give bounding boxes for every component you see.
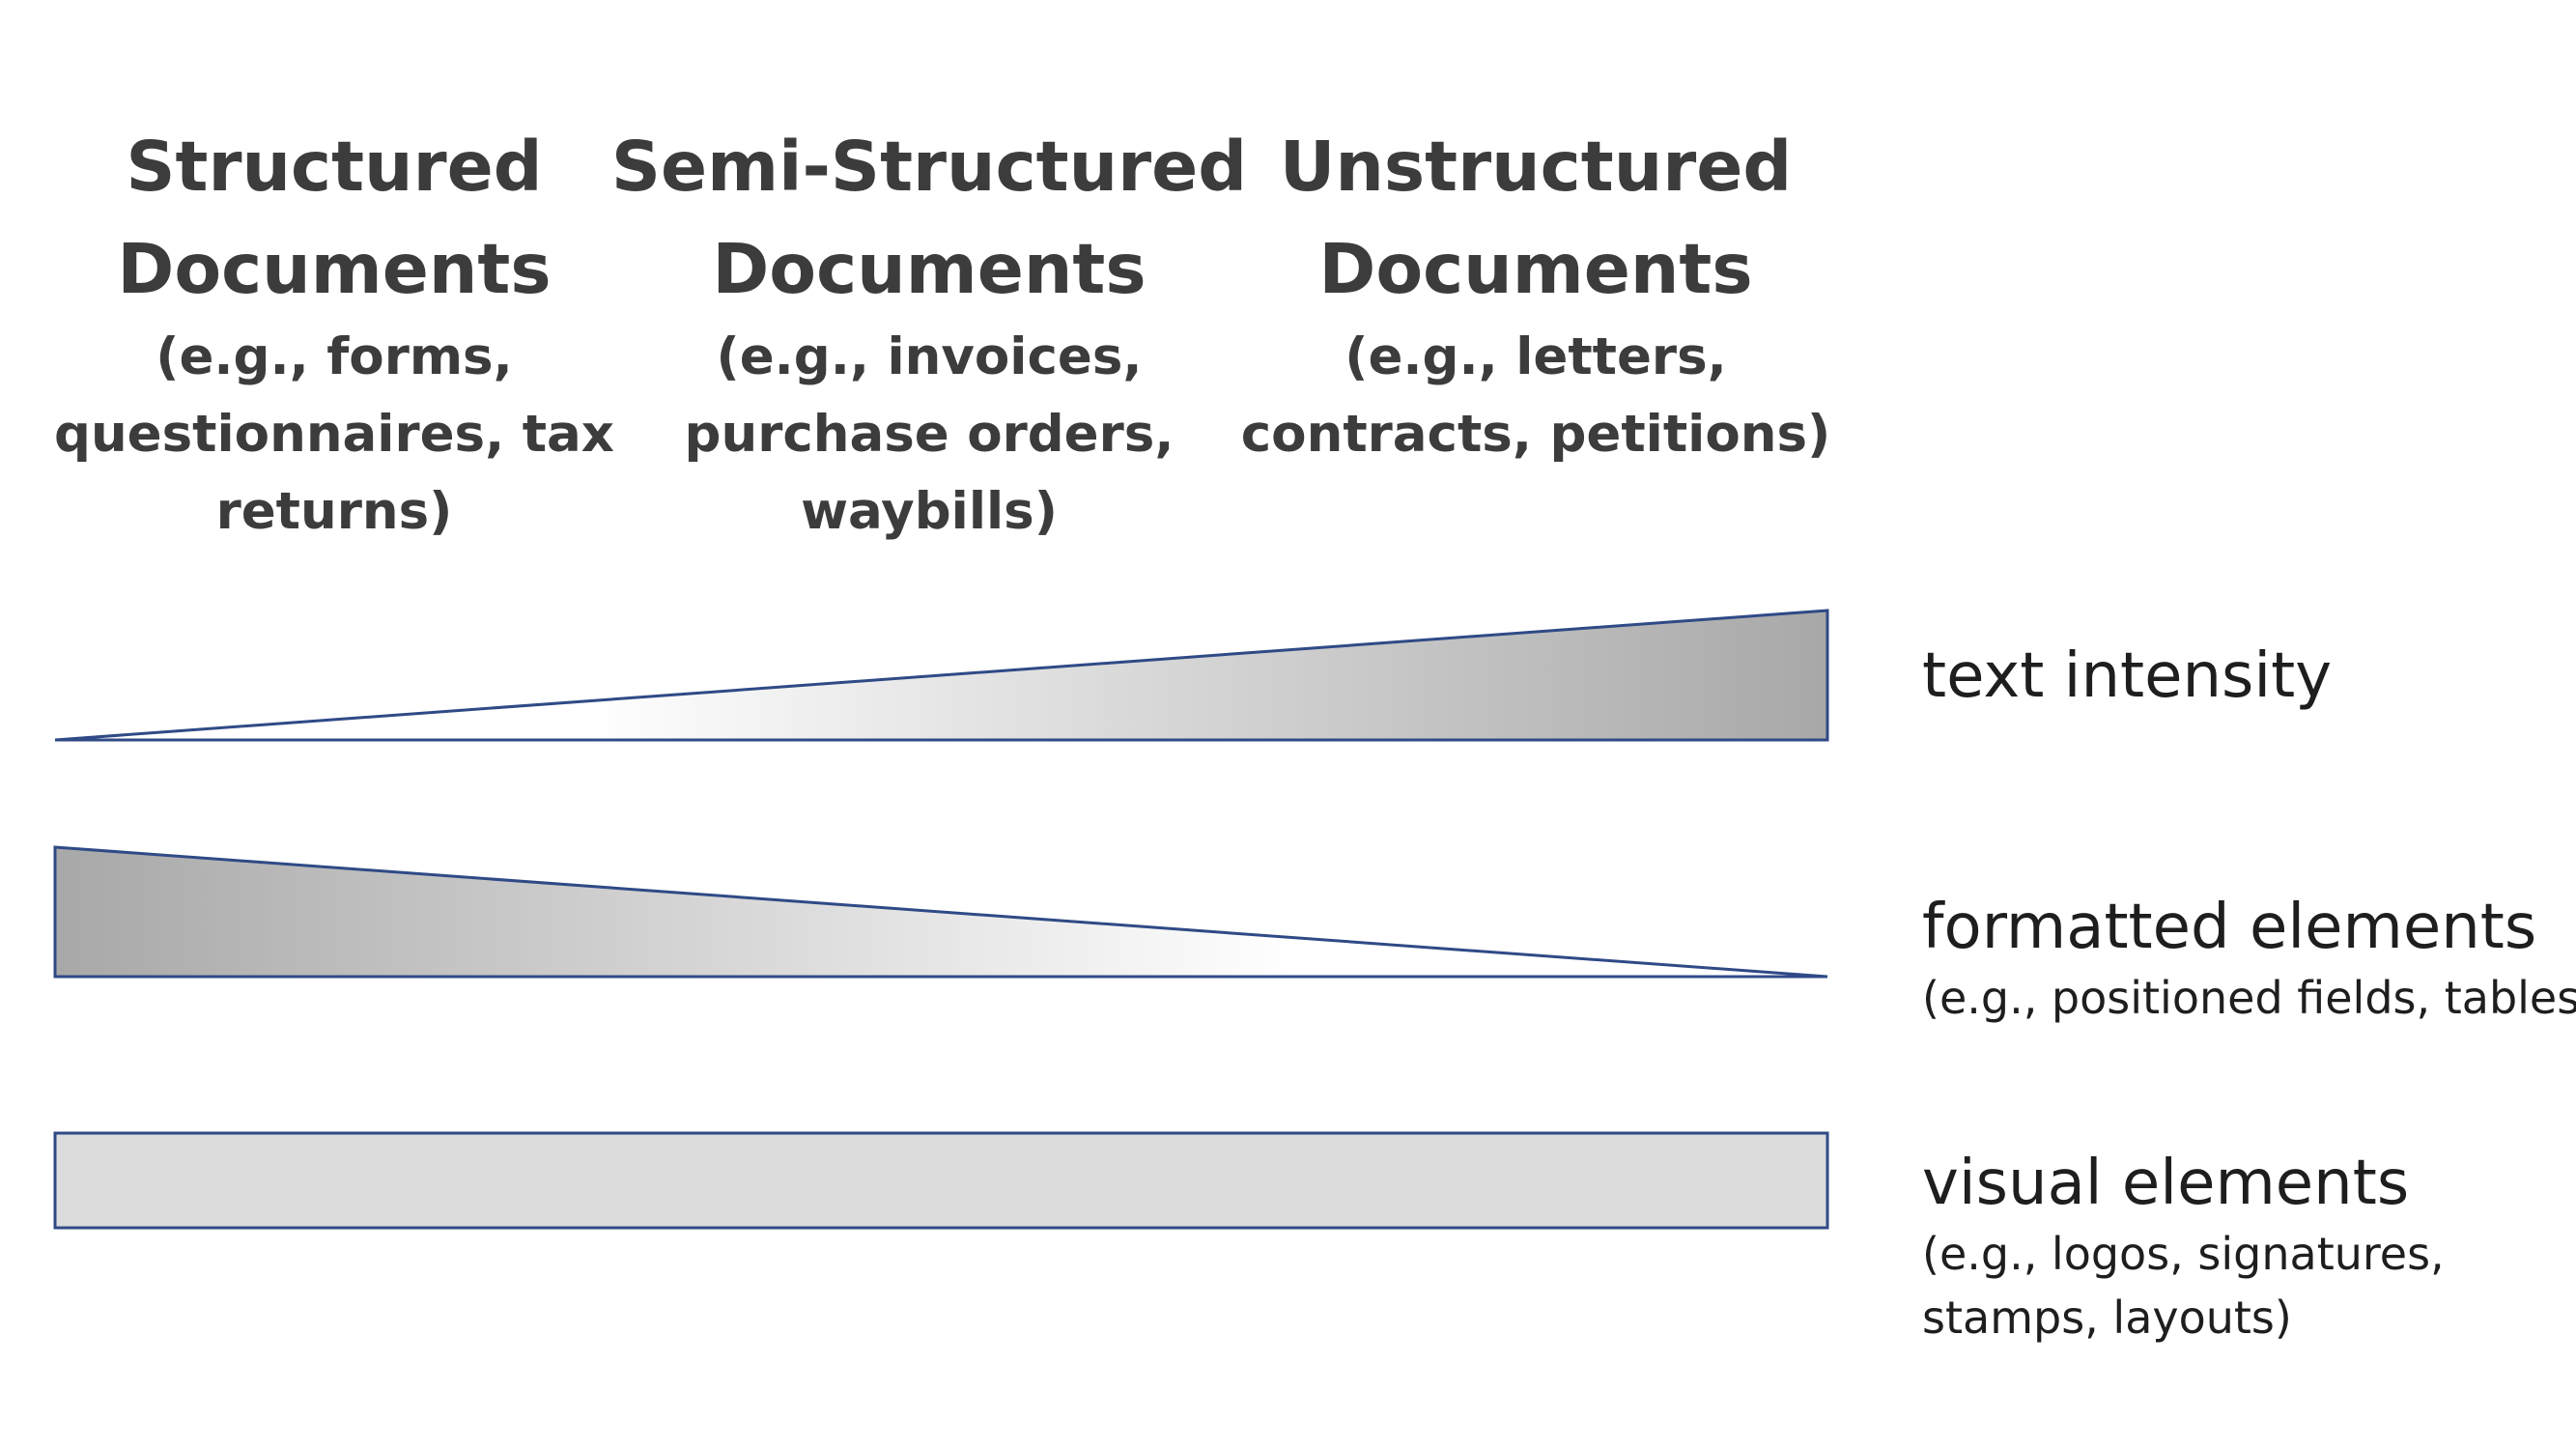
- row-label-title: text intensity: [1922, 640, 2333, 712]
- column-examples-line: questionnaires, tax: [54, 405, 614, 464]
- column-title-line: Documents: [117, 229, 552, 309]
- text-intensity-wedge: [54, 609, 1829, 742]
- column-examples-line: purchase orders,: [684, 405, 1175, 464]
- column-examples: (e.g., forms, questionnaires, tax return…: [54, 319, 614, 551]
- row-label-formatted-elements: formatted elements (e.g., positioned fie…: [1922, 889, 2576, 1030]
- column-title-line: Documents: [712, 229, 1146, 309]
- column-unstructured-documents: Unstructured Documents (e.g., letters, c…: [1241, 116, 1830, 473]
- row-label-text-intensity: text intensity: [1922, 638, 2332, 715]
- column-title: Semi-Structured Documents: [611, 116, 1247, 321]
- column-title-line: Unstructured: [1279, 127, 1793, 207]
- column-examples-line: returns): [215, 482, 453, 541]
- column-title-line: Semi-Structured: [610, 127, 1248, 207]
- column-title: Structured Documents: [54, 116, 614, 321]
- row-label-examples: stamps, layouts): [1922, 1292, 2292, 1344]
- column-structured-documents: Structured Documents (e.g., forms, quest…: [54, 116, 614, 551]
- row-label-visual-elements: visual elements (e.g., logos, signatures…: [1922, 1145, 2445, 1350]
- column-title-line: Structured: [126, 127, 543, 207]
- column-examples-line: (e.g., letters,: [1345, 327, 1727, 386]
- column-examples-line: (e.g., forms,: [156, 327, 513, 386]
- column-examples-line: waybills): [801, 482, 1058, 541]
- column-examples: (e.g., invoices, purchase orders, waybil…: [611, 319, 1247, 551]
- row-label-examples: (e.g., logos, signatures,: [1922, 1228, 2445, 1280]
- column-examples-line: contracts, petitions): [1240, 405, 1831, 464]
- column-semi-structured-documents: Semi-Structured Documents (e.g., invoice…: [611, 116, 1247, 551]
- formatted-elements-wedge: [53, 845, 1828, 979]
- column-title: Unstructured Documents: [1241, 116, 1830, 321]
- column-examples: (e.g., letters, contracts, petitions): [1241, 319, 1830, 473]
- column-title-line: Documents: [1318, 229, 1753, 309]
- row-label-title: formatted elements: [1922, 892, 2537, 963]
- column-examples-line: (e.g., invoices,: [716, 327, 1143, 386]
- row-label-title: visual elements: [1922, 1148, 2410, 1219]
- visual-elements-bar: [53, 1131, 1829, 1230]
- row-label-examples: (e.g., positioned fields, tables): [1922, 972, 2576, 1024]
